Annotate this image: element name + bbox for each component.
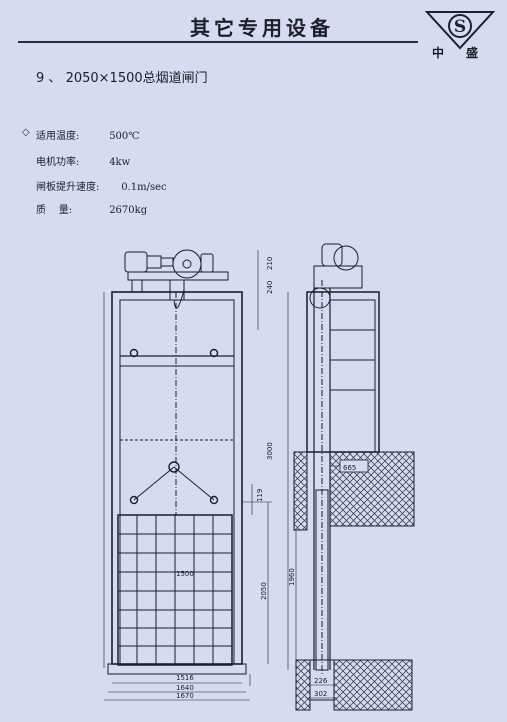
- lower-hinge-center: [168, 461, 180, 473]
- dim-1500: 1500: [176, 570, 194, 578]
- logo-letter: S: [454, 17, 466, 37]
- front-base: [107, 663, 247, 675]
- spec-value: 4kw: [109, 157, 131, 168]
- dim-226: 226: [314, 677, 328, 685]
- spec-weight: 质 量: 2670kg: [36, 201, 147, 216]
- upper-concrete-hatch: [293, 451, 415, 531]
- logo-company-name: 中盛: [432, 46, 501, 60]
- page-header-title: 其它专用设备: [190, 16, 334, 40]
- dim-302: 302: [314, 690, 327, 698]
- spec-label: 闸板提升速度:: [36, 182, 100, 193]
- side-gate: [315, 489, 329, 671]
- dim-2050: 2050: [260, 582, 268, 600]
- gearbox-wheel: [172, 249, 202, 279]
- dim-665: 665: [343, 464, 356, 472]
- dim-3000: 3000: [266, 442, 274, 460]
- lower-concrete-hatch: [295, 659, 413, 711]
- motor-body: [124, 251, 148, 273]
- front-outer-frame: [111, 291, 243, 665]
- dim-1960: 1960: [288, 568, 296, 586]
- dim-1640: 1640: [176, 684, 194, 692]
- section-heading: 9 、 2050×1500总烟道闸门: [36, 67, 208, 86]
- heading-separator: 、: [48, 71, 62, 86]
- spec-label: 质 量:: [36, 205, 73, 216]
- dim-240: 240: [266, 281, 274, 294]
- heading-title: 2050×1500总烟道闸门: [65, 71, 208, 86]
- spec-value: 2670kg: [109, 205, 148, 216]
- lower-hinge-right: [209, 495, 219, 505]
- header-divider: [18, 41, 418, 43]
- dim-210: 210: [266, 257, 274, 270]
- dim-1670: 1670: [176, 692, 194, 700]
- dim-1516: 1516: [176, 674, 194, 682]
- company-logo: S: [424, 11, 496, 50]
- spec-label: 电机功率:: [36, 157, 80, 168]
- heading-number: 9: [36, 71, 45, 86]
- spec-temperature: ◇ 适用温度: 500℃: [22, 127, 140, 142]
- upper-hinge-left: [129, 348, 139, 358]
- side-hinge: [309, 287, 331, 309]
- spec-motor-power: 电机功率: 4kw: [36, 153, 130, 168]
- gate-grid: [118, 515, 232, 665]
- upper-hinge-right: [209, 348, 219, 358]
- spec-value: 0.1m/sec: [121, 182, 167, 193]
- spec-label: 适用温度:: [36, 131, 80, 142]
- diamond-bullet-icon: ◇: [22, 127, 30, 138]
- side-frame: [306, 291, 380, 453]
- spec-lift-speed: 闸板提升速度: 0.1m/sec: [36, 178, 167, 193]
- side-motor: [321, 243, 343, 267]
- technical-drawing: 210 240 3000 119 2050 1500 1516 1640 167…: [103, 243, 415, 711]
- dim-119: 119: [256, 489, 264, 502]
- spec-value: 500℃: [109, 131, 140, 142]
- lower-hinge-left: [129, 495, 139, 505]
